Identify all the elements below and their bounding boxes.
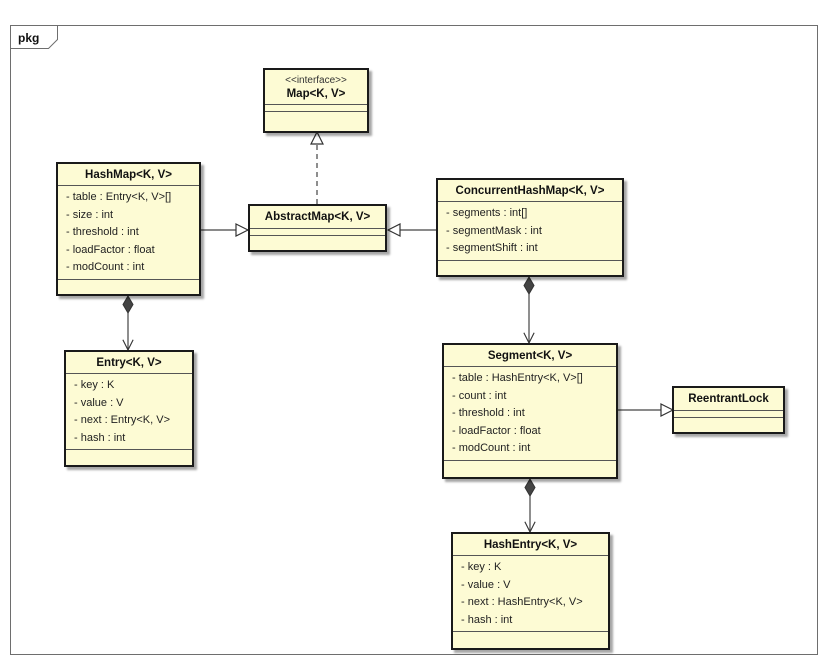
attribute: - hash : int — [461, 613, 513, 626]
attribute: - threshold : int — [66, 226, 139, 238]
attribute: - table : HashEntry<K, V>[] — [452, 372, 583, 384]
attribute: - count : int — [452, 389, 507, 402]
attribute: - segments : int[] — [446, 207, 528, 219]
class-segment[interactable]: Segment<K, V> - table : HashEntry<K, V>[… — [442, 343, 618, 479]
attribute: - modCount : int — [66, 261, 145, 273]
class-name: HashMap<K, V> — [85, 169, 172, 181]
class-name: ReentrantLock — [688, 393, 769, 405]
composition-diamond-concurrenthashmap — [523, 276, 535, 295]
class-reentrantlock[interactable]: ReentrantLock — [672, 386, 785, 434]
class-name: HashEntry<K, V> — [483, 539, 578, 551]
composition-diamond-hashmap — [122, 295, 134, 314]
package-label: pkg — [18, 31, 40, 45]
attribute: - value : V — [74, 396, 124, 409]
attribute: - segmentShift : int — [446, 242, 538, 254]
class-map[interactable]: <<interface>> Map<K, V> — [263, 68, 369, 133]
class-abstractmap[interactable]: AbstractMap<K, V> — [248, 204, 387, 252]
package-frame — [10, 25, 818, 655]
attribute: - loadFactor : float — [452, 424, 541, 437]
attribute: - segmentMask : int — [446, 224, 542, 237]
class-name: AbstractMap<K, V> — [264, 211, 371, 223]
class-hashentry[interactable]: HashEntry<K, V> - key : K - value : V - … — [451, 532, 610, 650]
stereotype-label: <<interface>> — [285, 75, 347, 86]
attributes-compartment: - key : K - value : V - next : HashEntry… — [453, 556, 608, 632]
attribute: - next : HashEntry<K, V> — [461, 596, 583, 608]
attribute: - hash : int — [74, 431, 126, 444]
class-hashmap[interactable]: HashMap<K, V> - table : Entry<K, V>[] - … — [56, 162, 201, 296]
class-entry[interactable]: Entry<K, V> - key : K - value : V - next… — [64, 350, 194, 467]
attribute: - size : int — [66, 208, 114, 221]
class-name: Entry<K, V> — [96, 357, 162, 369]
class-name: ConcurrentHashMap<K, V> — [455, 185, 605, 197]
attribute: - key : K — [461, 561, 502, 573]
attribute: - table : Entry<K, V>[] — [66, 191, 172, 203]
class-name: Segment<K, V> — [487, 350, 573, 362]
package-tab — [10, 25, 58, 49]
operations-compartment — [58, 280, 199, 288]
operations-compartment — [250, 236, 385, 244]
operations-compartment — [265, 112, 367, 120]
operations-compartment — [438, 261, 622, 269]
class-concurrenthashmap[interactable]: ConcurrentHashMap<K, V> - segments : int… — [436, 178, 624, 277]
attribute: - loadFactor : float — [66, 243, 155, 256]
attribute: - threshold : int — [452, 407, 525, 419]
attribute: - key : K — [74, 379, 115, 391]
composition-diamond-segment — [524, 478, 536, 497]
attribute: - next : Entry<K, V> — [74, 414, 170, 426]
operations-compartment — [444, 461, 616, 469]
operations-compartment — [66, 450, 192, 458]
class-name: Map<K, V> — [286, 88, 346, 100]
attributes-compartment: - table : HashEntry<K, V>[] - count : in… — [444, 367, 616, 461]
attributes-compartment — [265, 105, 367, 112]
attributes-compartment: - table : Entry<K, V>[] - size : int - t… — [58, 186, 199, 280]
operations-compartment — [453, 632, 608, 640]
attributes-compartment: - segments : int[] - segmentMask : int -… — [438, 202, 622, 261]
attributes-compartment: - key : K - value : V - next : Entry<K, … — [66, 374, 192, 450]
attribute: - value : V — [461, 578, 511, 591]
operations-compartment — [674, 418, 783, 426]
attributes-compartment — [674, 411, 783, 418]
attribute: - modCount : int — [452, 442, 531, 454]
attributes-compartment — [250, 229, 385, 236]
